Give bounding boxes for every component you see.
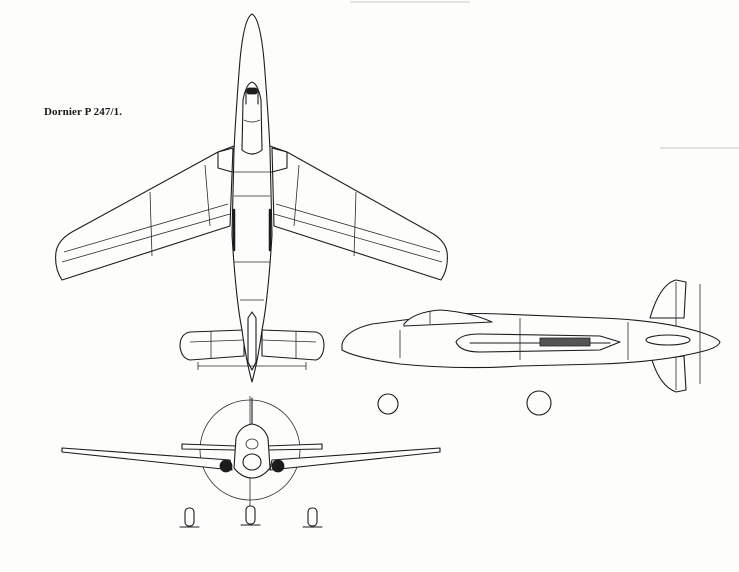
top-view-right-wing	[271, 147, 448, 281]
top-view-tailplane	[179, 329, 325, 361]
top-view-fuselage	[231, 13, 273, 383]
front-view	[61, 396, 441, 528]
top-view-left-wing	[55, 147, 234, 281]
wheel-circle-large	[526, 390, 552, 416]
side-view	[341, 279, 721, 393]
side-view-fin	[649, 279, 687, 319]
side-view-canopy	[403, 309, 493, 327]
front-view-gear	[307, 507, 318, 527]
front-view-gear	[184, 507, 195, 527]
drawing-caption: Dornier P 247/1.	[44, 106, 123, 118]
front-view-gear	[245, 505, 256, 525]
front-view-intake	[271, 459, 285, 473]
front-view-wing	[61, 447, 441, 471]
top-view	[55, 13, 448, 383]
front-view-intake	[219, 459, 233, 473]
wheel-circle-small	[377, 393, 399, 415]
